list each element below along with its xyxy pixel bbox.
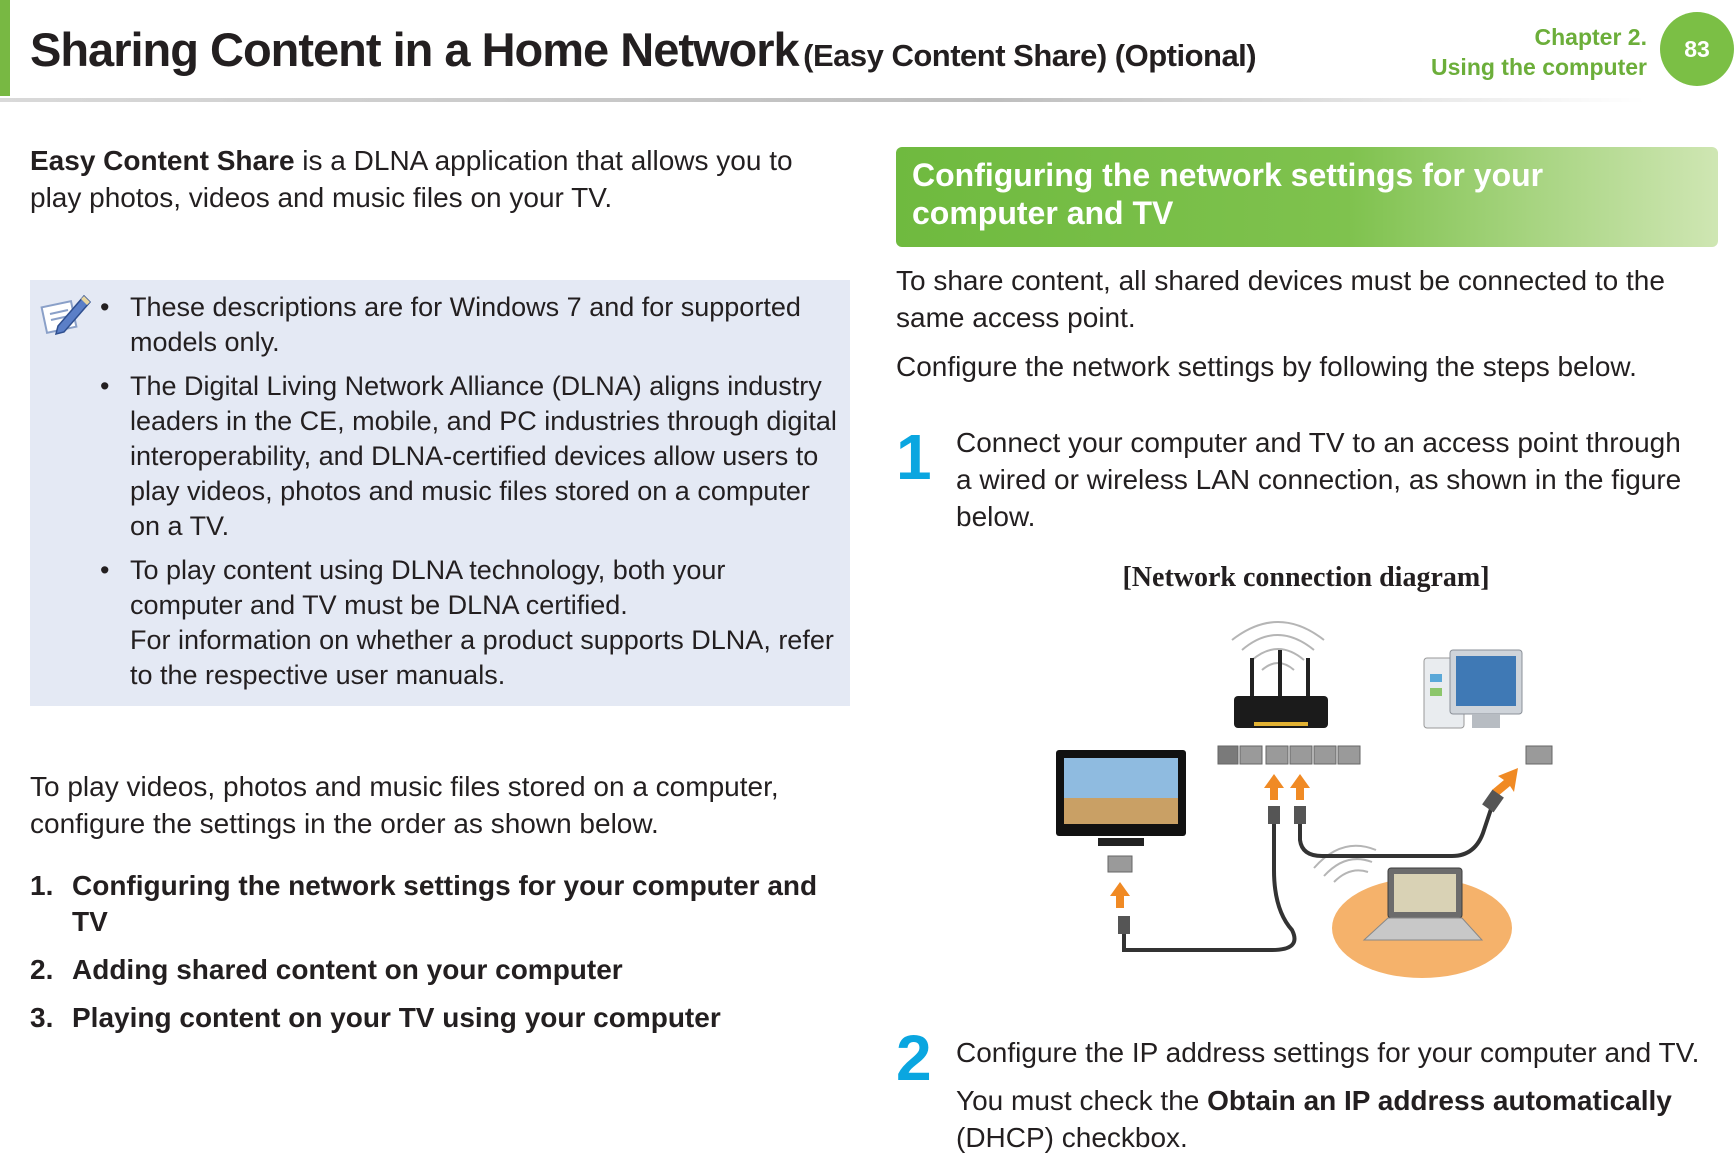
step-subtext: You must check the Obtain an IP address … xyxy=(956,1085,1672,1153)
network-diagram xyxy=(1056,621,1553,978)
step-text: Connect your computer and TV to an acces… xyxy=(956,427,1682,532)
bullet-icon: • xyxy=(100,555,110,585)
page-title-suffix: (Easy Content Share) (Optional) xyxy=(803,38,1257,73)
setting-name: Obtain an IP address automatically xyxy=(1207,1085,1672,1116)
header-accent-bar xyxy=(0,0,10,96)
pencil-note-icon xyxy=(40,294,92,336)
tv-port-icon xyxy=(1107,855,1133,873)
intro-paragraph: Easy Content Share is a DLNA application… xyxy=(30,142,850,216)
steps-overview-item: 1.Configuring the network settings for y… xyxy=(30,870,818,937)
steps-overview-item: 2.Adding shared content on your computer xyxy=(30,954,623,985)
lan-cable-icon xyxy=(1122,805,1494,952)
intro-app-name: Easy Content Share xyxy=(30,145,295,176)
play-instructions: To play videos, photos and music files s… xyxy=(30,771,779,839)
bullet-icon: • xyxy=(100,371,110,401)
laptop-icon xyxy=(1332,867,1512,978)
computer-port-icon xyxy=(1525,745,1553,765)
step-number: 1 xyxy=(896,421,932,493)
section-paragraph: Configure the network settings by follow… xyxy=(896,351,1637,382)
intro-text: is a DLNA application that allows you to… xyxy=(30,145,793,213)
note-item-extra: For information on whether a product sup… xyxy=(130,625,834,690)
tv-icon xyxy=(1056,750,1186,846)
page-title: Sharing Content in a Home Network (Easy … xyxy=(30,22,1257,77)
upload-arrow-icon xyxy=(1110,768,1518,908)
step-number: 2 xyxy=(896,1022,932,1094)
steps-overview-item: 3.Playing content on your TV using your … xyxy=(30,1002,721,1033)
chapter-label: Chapter 2. Using the computer xyxy=(1431,22,1647,82)
chapter-number: Chapter 2. xyxy=(1534,24,1647,50)
section-header-bar xyxy=(896,147,1718,247)
note-list: •These descriptions are for Windows 7 an… xyxy=(100,290,840,702)
wifi-waves-icon xyxy=(1313,844,1377,883)
note-item: •To play content using DLNA technology, … xyxy=(100,555,834,690)
section-title: Configuring the network settings for you… xyxy=(912,157,1544,231)
header-divider xyxy=(0,98,1645,102)
note-box xyxy=(30,280,850,706)
desktop-computer-icon xyxy=(1423,649,1523,729)
step-text: Configure the IP address settings for yo… xyxy=(956,1037,1700,1068)
page-title-main: Sharing Content in a Home Network xyxy=(30,23,800,76)
diagram-caption: [Network connection diagram] xyxy=(1122,562,1490,593)
wifi-waves-icon xyxy=(1231,621,1325,671)
steps-overview-list: 1.Configuring the network settings for y… xyxy=(30,868,850,1048)
section-paragraph: To share content, all shared devices mus… xyxy=(896,265,1665,333)
chapter-title: Using the computer xyxy=(1431,54,1647,80)
page-number-badge: 83 xyxy=(1660,12,1734,86)
router-icon xyxy=(1234,650,1328,728)
router-ports-icon xyxy=(1217,745,1361,765)
note-item: •The Digital Living Network Alliance (DL… xyxy=(100,371,837,541)
bullet-icon: • xyxy=(100,292,110,322)
note-item: •These descriptions are for Windows 7 an… xyxy=(100,292,801,357)
cable-connector-icon xyxy=(1118,789,1504,934)
